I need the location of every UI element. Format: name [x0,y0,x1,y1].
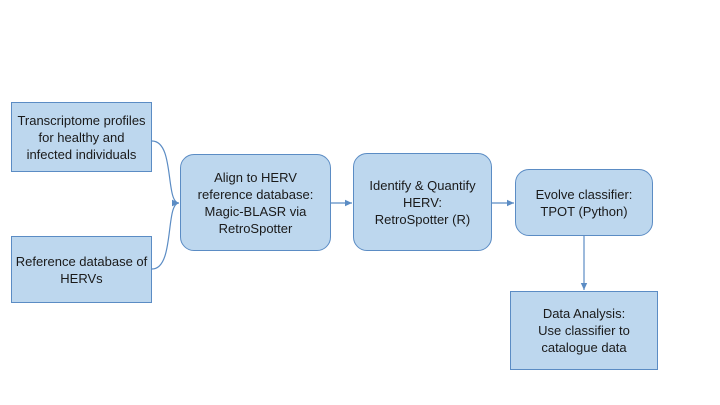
edge-reference-db-to-align [151,199,180,270]
transcriptome-profiles-box: Transcriptome profiles for healthy and i… [11,102,152,172]
identify-quantify-label: Identify & Quantify HERV: RetroSpotter (… [369,177,476,227]
transcriptome-profiles-label: Transcriptome profiles for healthy and i… [17,112,146,162]
edge-transcriptome-to-align [151,140,180,207]
align-to-herv-box: Align to HERV reference database: Magic-… [180,154,331,251]
align-to-herv-label: Align to HERV reference database: Magic-… [197,169,314,236]
evolve-classifier-label: Evolve classifier: TPOT (Python) [535,186,633,219]
identify-quantify-box: Identify & Quantify HERV: RetroSpotter (… [353,153,492,251]
evolve-classifier-box: Evolve classifier: TPOT (Python) [515,169,653,236]
data-analysis-box: Data Analysis: Use classifier to catalog… [510,291,658,370]
reference-database-label: Reference database of HERVs [15,253,148,286]
data-analysis-label: Data Analysis: Use classifier to catalog… [538,306,630,355]
reference-database-box: Reference database of HERVs [11,236,152,303]
